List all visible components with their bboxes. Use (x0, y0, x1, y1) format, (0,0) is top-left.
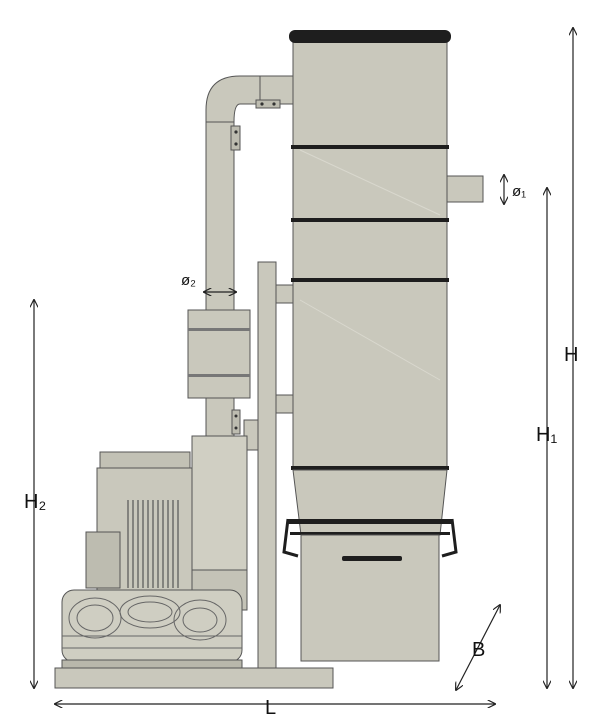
collection-bin (300, 534, 440, 662)
cylinder-lid (289, 30, 451, 43)
inlet-pipe (446, 175, 484, 203)
cylinder-band (291, 278, 449, 282)
cylinder-band (291, 466, 449, 470)
label-h1: H₁ (536, 424, 557, 446)
label-b: B (472, 639, 485, 661)
duct (205, 75, 294, 311)
dimension-line-b (456, 605, 500, 690)
label-d2: ø₂ (181, 272, 196, 289)
support-stand (243, 261, 295, 669)
blower-ribs (62, 595, 242, 649)
label-l: L (265, 697, 276, 719)
filter-cylinder (289, 30, 451, 471)
silencer (187, 309, 251, 399)
label-h2: H₂ (24, 491, 46, 513)
label-h: H (564, 344, 578, 366)
bin-handle (342, 556, 402, 561)
motor-cooling-fins (127, 500, 179, 588)
cylinder-band (291, 145, 449, 149)
cylinder-band (291, 218, 449, 222)
blower-unit (61, 435, 248, 669)
dimension-lines (34, 28, 573, 704)
hopper (282, 469, 458, 558)
base-plate (54, 667, 334, 689)
lower-duct (205, 397, 241, 437)
label-d1: ø₁ (512, 183, 526, 200)
